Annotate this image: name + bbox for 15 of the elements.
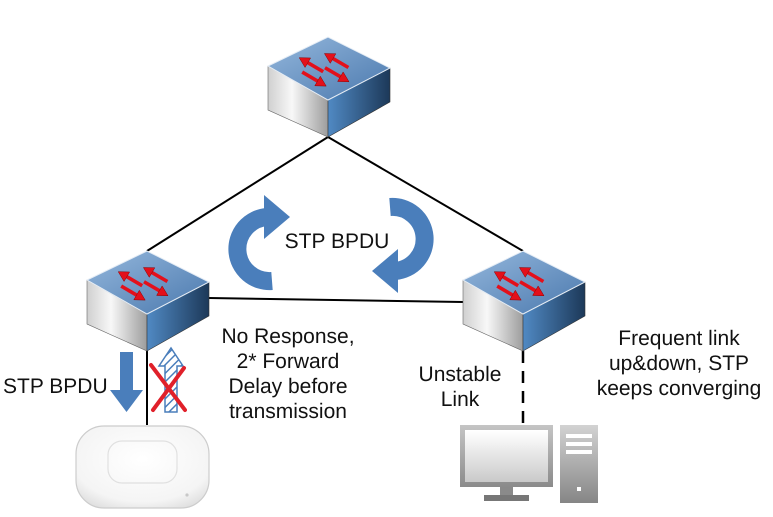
network-switch: [85, 250, 211, 352]
annotation-text: Unstable Link: [418, 362, 502, 412]
annotation-text: STP BPDU: [3, 374, 108, 399]
annotation-text: Frequent link up&down, STP keeps converging: [596, 326, 762, 401]
connection-line: [208, 297, 464, 303]
connection-line: [328, 136, 524, 252]
access-point: [75, 425, 210, 510]
desktop-computer: [460, 425, 598, 505]
annotation-text: No Response, 2* Forward Delay before transmission: [220, 324, 356, 424]
connection-line: [146, 351, 148, 425]
annotation-text: STP BPDU: [284, 229, 390, 254]
dashed-connection-line: [522, 351, 524, 425]
connection-line: [146, 136, 329, 252]
network-switch: [266, 36, 392, 138]
network-switch: [461, 250, 587, 352]
